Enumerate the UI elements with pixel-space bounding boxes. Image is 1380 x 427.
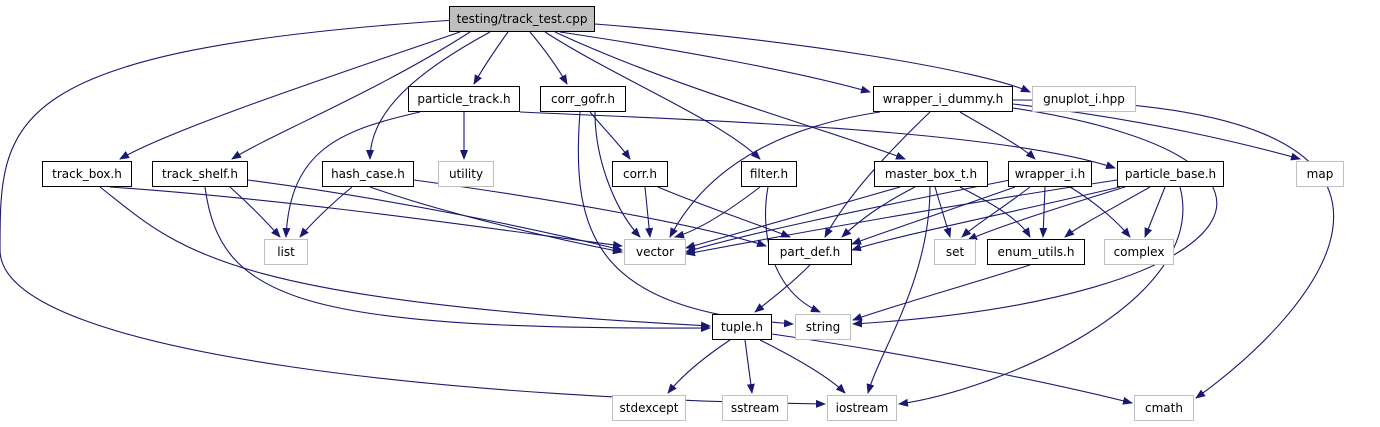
edge-wrapper-i-dummy-to-vector bbox=[669, 111, 881, 238]
edge-track-box-to-vector bbox=[109, 186, 623, 249]
edge-wrapper-i-to-vector bbox=[685, 179, 1011, 254]
edge-track-test-to-master-box bbox=[554, 31, 906, 160]
dependency-edges bbox=[0, 19, 1334, 408]
edge-track-test-to-corr-gofr bbox=[529, 31, 568, 85]
edge-corr-gofr-to-vector bbox=[594, 111, 641, 238]
node-cmath: cmath bbox=[1134, 395, 1194, 421]
edge-track-test-to-iostream bbox=[0, 19, 826, 408]
edge-master-box-to-enum-utils bbox=[959, 186, 1031, 238]
edge-particle-base-to-vector bbox=[685, 179, 1118, 257]
edge-track-test-to-wrapper-i-dummy bbox=[559, 31, 871, 94]
edge-track-test-to-filter bbox=[544, 31, 761, 160]
node-vector: vector bbox=[624, 239, 686, 265]
edge-wrapper-i-to-part-def bbox=[851, 186, 1016, 245]
node-gnuplot-i: gnuplot_i.hpp bbox=[1032, 86, 1136, 112]
edge-particle-base-to-complex bbox=[1144, 186, 1166, 238]
node-wrapper-i-dummy[interactable]: wrapper_i_dummy.h bbox=[873, 86, 1013, 112]
edge-tuple-to-stdexcept bbox=[667, 339, 731, 394]
node-sstream: sstream bbox=[722, 395, 788, 421]
edge-tuple-to-iostream bbox=[759, 339, 846, 394]
edge-corr-gofr-to-corr bbox=[589, 111, 631, 160]
node-enum-utils[interactable]: enum_utils.h bbox=[987, 239, 1085, 265]
node-track-test: testing/track_test.cpp bbox=[449, 6, 595, 32]
node-track-shelf[interactable]: track_shelf.h bbox=[152, 161, 248, 187]
node-filter[interactable]: filter.h bbox=[741, 161, 797, 187]
node-corr[interactable]: corr.h bbox=[612, 161, 668, 187]
edge-particle-base-to-enum-utils bbox=[1064, 186, 1151, 238]
node-utility: utility bbox=[438, 161, 494, 187]
edge-track-box-to-tuple bbox=[99, 186, 711, 330]
edge-tuple-to-sstream bbox=[744, 339, 755, 394]
node-wrapper-i[interactable]: wrapper_i.h bbox=[1008, 161, 1092, 187]
edge-master-box-to-vector bbox=[685, 186, 901, 250]
edge-wrapper-i-dummy-to-wrapper-i bbox=[959, 111, 1036, 160]
edge-wrapper-i-dummy-to-part-def bbox=[824, 111, 931, 238]
edge-track-test-to-track-shelf bbox=[231, 31, 471, 160]
edge-master-box-to-part-def bbox=[841, 186, 916, 238]
edge-enum-utils-to-string bbox=[852, 264, 1031, 321]
edge-filter-to-vector bbox=[674, 186, 761, 239]
edge-corr-to-vector bbox=[644, 186, 654, 238]
edge-track-test-to-gnuplot bbox=[594, 23, 1031, 93]
edge-track-test-to-hash-case bbox=[366, 31, 491, 160]
edge-particle-base-to-iostream bbox=[898, 186, 1184, 407]
edge-master-box-to-iostream bbox=[866, 186, 931, 394]
node-string: string bbox=[795, 314, 851, 340]
edge-particle-track-to-particle-base bbox=[519, 111, 1116, 169]
node-hash-case[interactable]: hash_case.h bbox=[322, 161, 414, 187]
edge-track-test-to-track-box bbox=[119, 31, 461, 160]
edge-particle-base-to-set bbox=[967, 186, 1126, 241]
edge-tuple-to-cmath bbox=[771, 333, 1133, 405]
edge-corr-gofr-to-string bbox=[577, 111, 794, 328]
node-set: set bbox=[934, 239, 976, 265]
edge-wrapper-i-to-complex bbox=[1069, 186, 1131, 238]
node-master-box-t[interactable]: master_box_t.h bbox=[874, 161, 988, 187]
edge-part-def-to-tuple bbox=[754, 264, 811, 313]
node-track-box[interactable]: track_box.h bbox=[42, 161, 132, 187]
edge-hash-case-to-vector bbox=[369, 186, 623, 255]
edge-track-shelf-to-list bbox=[229, 186, 281, 238]
edge-wrapper-i-dummy-to-cmath bbox=[1012, 99, 1334, 399]
edge-hash-case-to-part-def bbox=[413, 179, 767, 248]
node-iostream: iostream bbox=[827, 395, 897, 421]
node-stdexcept: stdexcept bbox=[612, 395, 686, 421]
edge-track-test-to-particle-track bbox=[473, 31, 509, 85]
edge-wrapper-i-dummy-to-string bbox=[852, 107, 1218, 328]
edge-hash-case-to-list bbox=[299, 186, 353, 238]
node-particle-track[interactable]: particle_track.h bbox=[408, 86, 520, 112]
node-corr-gofr[interactable]: corr_gofr.h bbox=[540, 86, 626, 112]
node-particle-base[interactable]: particle_base.h bbox=[1117, 161, 1224, 187]
node-tuple[interactable]: tuple.h bbox=[712, 314, 772, 340]
edge-particle-base-to-part-def bbox=[851, 186, 1121, 252]
edge-corr-to-part-def bbox=[657, 186, 791, 238]
edge-particle-track-to-list bbox=[282, 111, 421, 238]
node-complex: complex bbox=[1104, 239, 1174, 265]
node-map: map bbox=[1296, 161, 1344, 187]
node-list: list bbox=[264, 239, 308, 265]
edge-track-shelf-to-tuple bbox=[204, 186, 711, 333]
node-part-def[interactable]: part_def.h bbox=[768, 239, 852, 265]
